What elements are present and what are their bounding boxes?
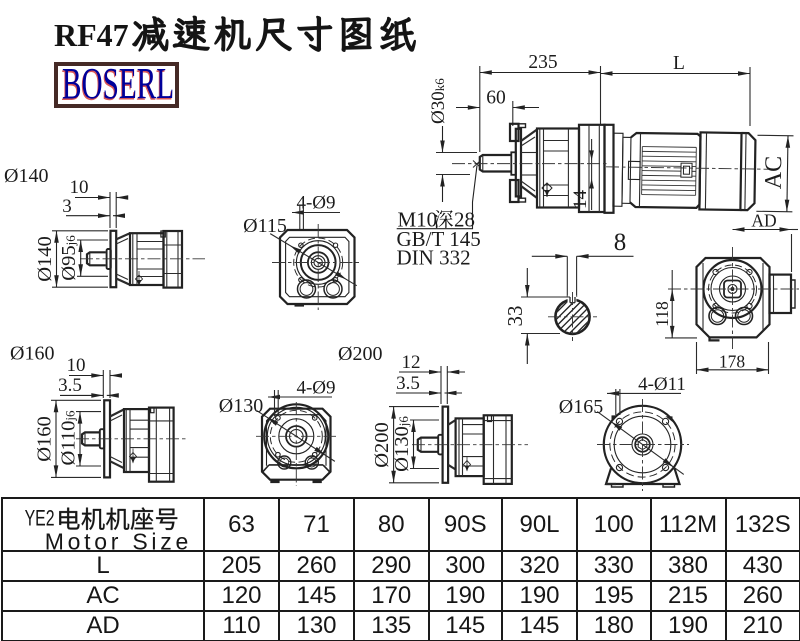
svg-text:AD: AD — [751, 211, 776, 231]
svg-text:Ø200: Ø200 — [338, 343, 382, 365]
svg-text:Ø130j6: Ø130j6 — [391, 416, 413, 472]
svg-text:DIN 332: DIN 332 — [397, 246, 471, 270]
svg-text:Ø30k6: Ø30k6 — [428, 78, 449, 124]
svg-text:L: L — [673, 53, 685, 74]
svg-text:Ø115: Ø115 — [243, 215, 287, 237]
svg-text:Motor Size: Motor Size — [45, 529, 189, 553]
svg-text:33: 33 — [503, 306, 527, 327]
svg-text:8: 8 — [614, 229, 627, 256]
svg-text:4-Ø9: 4-Ø9 — [296, 378, 335, 399]
svg-text:3: 3 — [62, 196, 72, 217]
svg-text:Ø140: Ø140 — [34, 236, 56, 282]
svg-text:Ø165: Ø165 — [559, 396, 603, 418]
svg-text:4-Ø11: 4-Ø11 — [638, 374, 686, 395]
svg-text:3.5: 3.5 — [58, 375, 82, 396]
svg-text:Ø95j6: Ø95j6 — [58, 235, 80, 281]
svg-text:Ø140: Ø140 — [4, 165, 48, 187]
svg-text:Ø110j6: Ø110j6 — [58, 410, 80, 465]
svg-text:12: 12 — [402, 352, 421, 373]
svg-text:AC: AC — [761, 156, 787, 190]
svg-text:178: 178 — [719, 352, 746, 372]
svg-text:28: 28 — [454, 208, 475, 232]
svg-text:Ø130: Ø130 — [219, 395, 263, 417]
svg-text:14: 14 — [570, 190, 591, 210]
svg-text:4-Ø9: 4-Ø9 — [296, 193, 335, 214]
svg-text:YE2: YE2 — [25, 506, 55, 531]
svg-text:10: 10 — [70, 177, 89, 198]
svg-text:Ø160: Ø160 — [10, 343, 54, 365]
svg-text:3.5: 3.5 — [396, 373, 420, 394]
svg-text:235: 235 — [528, 52, 557, 73]
svg-text:60: 60 — [486, 88, 506, 109]
svg-text:Ø160: Ø160 — [34, 416, 56, 462]
svg-text:118: 118 — [652, 301, 672, 327]
svg-text:M10: M10 — [398, 208, 438, 232]
svg-text:GB/T 145: GB/T 145 — [397, 227, 481, 251]
svg-text:10: 10 — [67, 355, 86, 376]
svg-text:Ø200: Ø200 — [371, 422, 393, 468]
